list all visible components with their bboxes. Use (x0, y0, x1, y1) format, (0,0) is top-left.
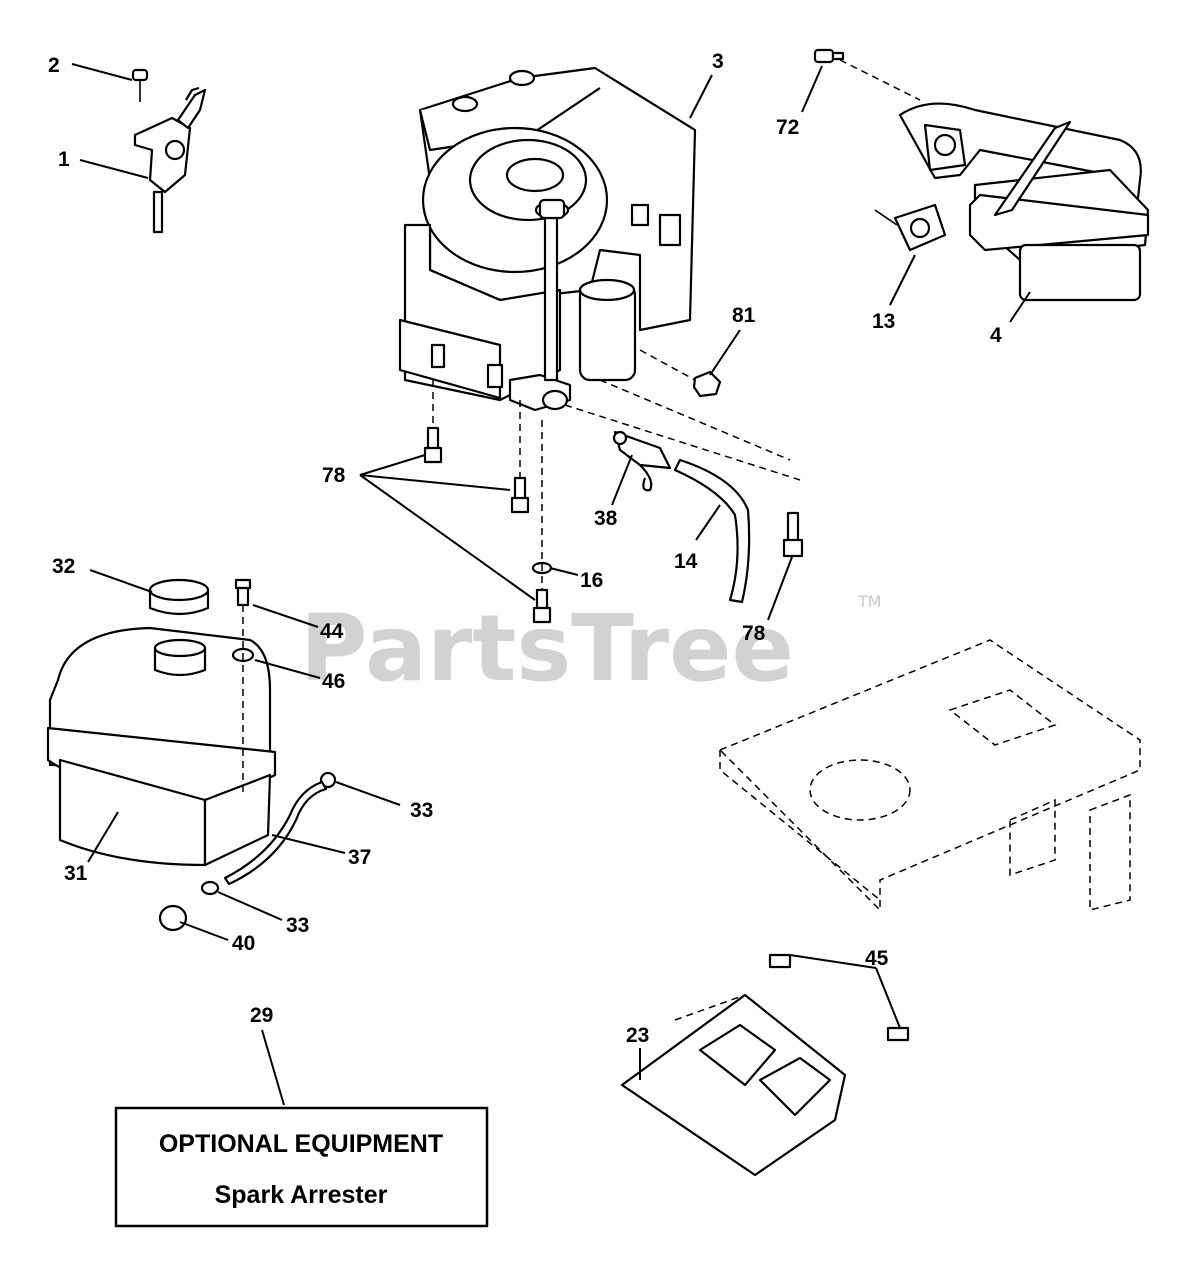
fuel-cap-part[interactable] (148, 578, 210, 616)
callout-23: 23 (626, 1024, 649, 1047)
fuel-hose-part[interactable] (223, 780, 328, 886)
callout-13: 13 (872, 310, 895, 333)
exhaust-bolt-part[interactable] (813, 48, 845, 64)
callout-31: 31 (64, 862, 88, 885)
callout-2: 2 (48, 54, 60, 77)
muffler-part[interactable] (839, 59, 1150, 302)
optional-equipment-title: OPTIONAL EQUIPMENT (159, 1130, 443, 1158)
callout-40: 40 (232, 932, 255, 955)
frame-part[interactable] (718, 639, 1141, 912)
callout-32: 32 (52, 555, 75, 578)
tank-screw-part[interactable] (234, 578, 252, 607)
callout-33-a: 33 (410, 799, 433, 822)
callout-37: 37 (348, 846, 371, 869)
callout-44: 44 (320, 620, 344, 643)
callout-78-a: 78 (322, 464, 346, 487)
watermark-trademark: TM (857, 592, 882, 611)
callout-1: 1 (58, 148, 70, 171)
optional-equipment-box: OPTIONAL EQUIPMENT Spark Arrester (114, 1106, 489, 1228)
callout-45: 45 (865, 947, 889, 970)
hose-clamp-part[interactable] (200, 771, 337, 896)
callout-16: 16 (580, 569, 603, 592)
engine-part[interactable] (398, 66, 697, 412)
callout-46: 46 (322, 670, 345, 693)
callout-labels: 2 1 3 72 4 13 81 78 38 14 16 78 32 44 46… (48, 50, 1002, 1047)
heat-shield-part[interactable] (620, 993, 847, 1177)
engine-bolt-part[interactable] (423, 426, 804, 624)
callout-38: 38 (594, 507, 618, 530)
bushing-part[interactable] (158, 904, 188, 932)
optional-equipment-subtitle: Spark Arrester (215, 1181, 388, 1209)
fuel-filter-part[interactable] (612, 430, 672, 492)
callout-29: 29 (250, 1004, 273, 1027)
callout-3: 3 (712, 50, 724, 73)
fuel-line-part[interactable] (673, 458, 751, 604)
leader-lines (71, 63, 1031, 1106)
throttle-control-part[interactable] (131, 68, 207, 234)
callout-14: 14 (674, 550, 698, 573)
fuel-tank-part[interactable] (46, 626, 277, 867)
callout-78-b: 78 (742, 622, 766, 645)
callout-81: 81 (732, 304, 756, 327)
nut-part[interactable] (639, 349, 722, 398)
callout-72: 72 (776, 116, 799, 139)
callout-33-b: 33 (286, 914, 309, 937)
exhaust-gasket-part[interactable] (874, 203, 947, 252)
shield-bolt-part[interactable] (768, 953, 910, 1042)
callout-4: 4 (990, 324, 1002, 347)
